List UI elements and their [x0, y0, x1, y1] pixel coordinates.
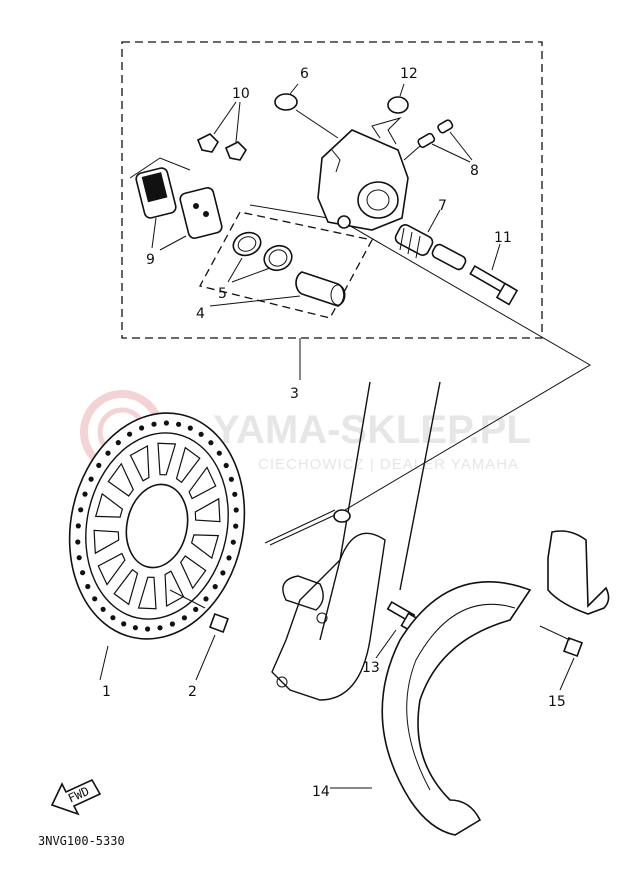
pad-clips: [196, 101, 248, 161]
disc-hole: [105, 450, 111, 456]
disc-spoke-cutout: [137, 576, 157, 610]
disc-hole: [226, 555, 232, 561]
disc-hole: [76, 555, 82, 561]
caliper-assembly-box: [121, 41, 543, 339]
disc-hole: [208, 440, 214, 446]
callout-10: 10: [232, 86, 250, 102]
disc-spoke-cutout: [113, 568, 139, 606]
disc-hole: [139, 425, 145, 431]
disc-hole: [163, 420, 169, 426]
disc-spoke-cutout: [97, 552, 126, 586]
callout-9: 9: [146, 252, 155, 268]
caliper-body: [317, 116, 409, 231]
disc-spoke-cutout: [93, 529, 120, 555]
disc-hole: [230, 539, 236, 545]
disc-hole: [85, 583, 91, 590]
disc-hole: [223, 462, 229, 469]
brake-disc: [68, 412, 246, 640]
callout-6: 6: [300, 66, 309, 82]
caliper-bolt: [469, 243, 519, 306]
callout-2: 2: [188, 684, 197, 700]
callout-4: 4: [196, 306, 205, 322]
assembly-projection-line: [249, 204, 591, 511]
disc-hole: [212, 584, 218, 590]
disc-hole: [96, 462, 102, 468]
callout-5: 5: [218, 286, 227, 302]
disc-hole: [220, 570, 226, 576]
disc-hole: [75, 539, 81, 545]
callout-14: 14: [312, 784, 330, 800]
front-fork: [269, 381, 441, 701]
disc-hole: [203, 596, 209, 602]
disc-hole: [233, 507, 239, 513]
disc-hole: [232, 491, 238, 497]
disc-hole: [187, 425, 193, 431]
disc-hole: [132, 625, 138, 631]
forward-direction-arrow: FWD: [50, 778, 102, 816]
disc-hole: [80, 570, 86, 576]
disc-spoke-cutout: [175, 446, 201, 484]
disc-spoke-cutout: [188, 466, 217, 500]
disc-hole: [228, 476, 234, 482]
disc-hole: [176, 421, 182, 427]
watermark-brand: YAMA-SKLEP.PL: [213, 408, 531, 452]
disc-hole: [121, 621, 127, 627]
disc-cover: [330, 530, 610, 836]
disc-hole: [82, 491, 88, 497]
disc-hole: [75, 523, 81, 529]
cap: [387, 83, 409, 114]
disc-hole: [198, 431, 204, 437]
disc-spoke-cutout: [129, 445, 150, 482]
disc-spoke-cutout: [180, 555, 207, 590]
disc-hole: [169, 621, 175, 627]
cover-bolt: [539, 625, 583, 691]
disc-spoke-cutout: [194, 497, 221, 523]
callout-3: 3: [290, 386, 299, 402]
disc-hole: [115, 440, 121, 446]
diagram-code: 3NVG100-5330: [38, 834, 125, 848]
disc-hole: [127, 431, 133, 437]
leader-1: [99, 645, 109, 681]
callout-15: 15: [548, 694, 566, 710]
brake-pads: [129, 157, 223, 251]
callout-8: 8: [470, 163, 479, 179]
watermark: YAMA-SKLEP.PL CIECHOWICZ | DEALER YAMAHA: [80, 390, 531, 474]
pin-boot: [394, 209, 467, 271]
callout-7: 7: [438, 198, 447, 214]
disc-spoke-cutout: [190, 534, 220, 560]
disc-spoke-cutout: [107, 462, 134, 497]
disc-spoke-cutout: [157, 442, 177, 476]
disc-bolt: [169, 589, 229, 681]
disc-hole: [92, 596, 98, 602]
disc-hole: [216, 450, 222, 456]
callout-12: 12: [400, 66, 418, 82]
disc-hole: [100, 606, 106, 612]
disc-hole: [181, 615, 187, 621]
disc-hole: [193, 606, 199, 613]
disc-hole: [151, 421, 157, 427]
piston-seals: [199, 211, 373, 319]
disc-hole: [88, 476, 94, 482]
callout-13: 13: [362, 660, 380, 676]
callout-1: 1: [102, 684, 111, 700]
watermark-tagline: CIECHOWICZ | DEALER YAMAHA: [258, 456, 519, 473]
disc-hole: [110, 615, 116, 621]
disc-hole: [233, 523, 239, 529]
disc-spoke-cutout: [164, 570, 185, 607]
disc-spoke-cutout: [94, 492, 124, 518]
callout-11: 11: [494, 230, 512, 246]
disc-hole: [157, 625, 163, 631]
bleed-screws: [403, 119, 473, 163]
disc-hole: [145, 626, 151, 632]
disc-hole: [78, 507, 84, 513]
bushing: [274, 83, 339, 139]
projection-line-b: [264, 509, 336, 544]
